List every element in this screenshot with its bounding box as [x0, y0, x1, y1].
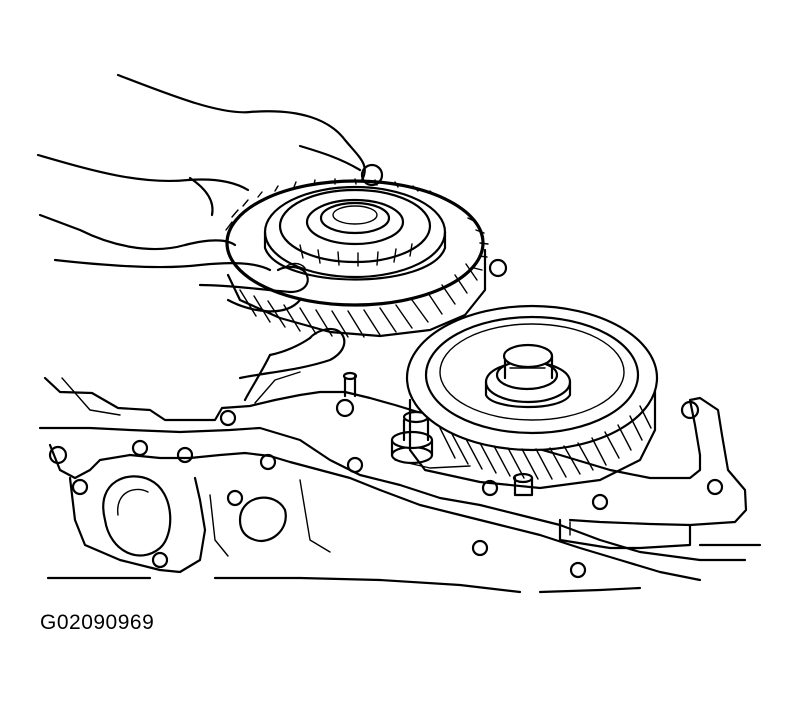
drive-gear-with-bearing [225, 163, 489, 338]
idler-shaft [390, 410, 471, 469]
transaxle-case [38, 258, 762, 594]
hands [36, 73, 366, 402]
transaxle-gear-installation-illustration [36, 73, 762, 594]
driven-gear [405, 304, 659, 490]
figure-code-label: G02090969 [40, 611, 155, 634]
